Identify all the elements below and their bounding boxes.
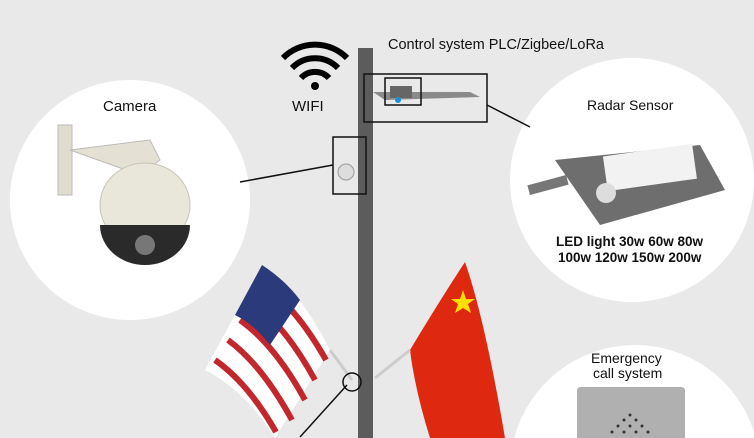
us-flag — [205, 265, 354, 438]
camera-label: Camera — [103, 98, 157, 115]
lamp-highlight-box — [363, 73, 488, 123]
pole-camera — [337, 163, 355, 181]
control-system-label: Control system PLC/Zigbee/LoRa — [388, 37, 604, 53]
controller-highlight-box — [384, 77, 422, 106]
radar-connector — [486, 104, 531, 128]
flag-connector — [299, 384, 348, 438]
emergency-panel-image — [577, 387, 685, 438]
pole — [358, 48, 373, 438]
street-lamp — [373, 92, 480, 100]
led-light-line2: 100w 120w 150w 200w — [558, 250, 702, 265]
emergency-line2: call system — [593, 365, 663, 381]
flag-bracket-highlight — [342, 372, 362, 392]
radar-sensor-label: Radar Sensor — [587, 97, 674, 113]
controller-led — [395, 97, 401, 103]
controller-module — [390, 86, 412, 98]
led-light-line1: LED light 30w 60w 80w — [556, 234, 704, 249]
wifi-label: WIFI — [292, 98, 324, 115]
camera-highlight-box — [332, 136, 367, 195]
ptz-camera-image — [57, 124, 191, 265]
china-flag — [374, 262, 505, 438]
emergency-line1: Emergency — [591, 350, 662, 366]
wifi-icon — [280, 41, 350, 90]
led-light-image — [527, 143, 725, 225]
camera-connector — [239, 164, 334, 183]
